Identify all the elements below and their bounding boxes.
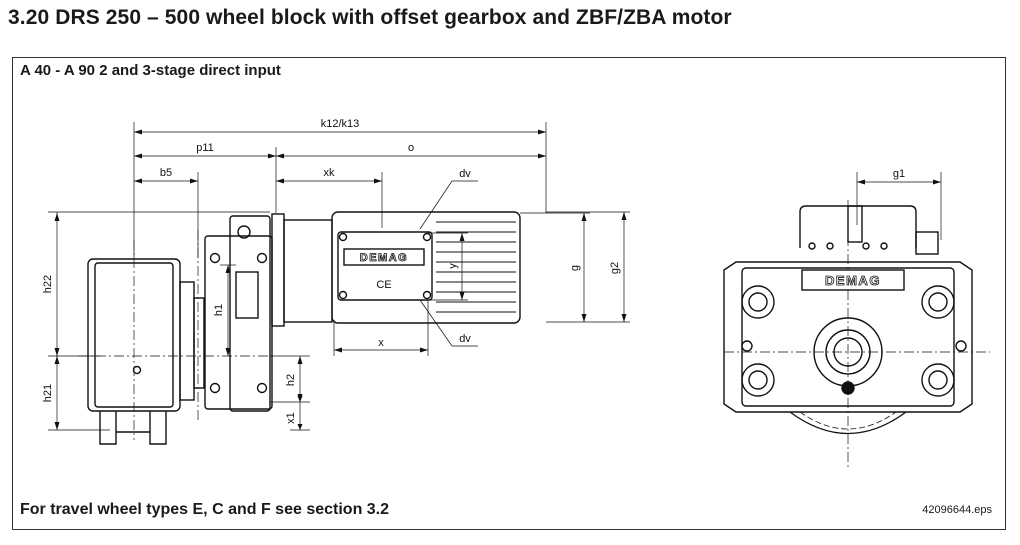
dim-dv-top: dv bbox=[459, 168, 471, 180]
footnote: For travel wheel types E, C and F see se… bbox=[20, 501, 390, 518]
drawing-frame bbox=[12, 57, 1006, 530]
dim-g1: g1 bbox=[893, 168, 905, 180]
dim-g2: g2 bbox=[609, 262, 621, 274]
dim-x: x bbox=[378, 337, 384, 349]
dim-k12-k13: k12/k13 bbox=[321, 118, 360, 130]
page-title: 3.20 DRS 250 – 500 wheel block with offs… bbox=[8, 6, 732, 29]
dim-o: o bbox=[408, 142, 414, 154]
brand-label-end: DEMAG bbox=[825, 273, 881, 288]
dim-y: y bbox=[447, 263, 459, 269]
dim-g: g bbox=[569, 265, 581, 271]
center-lines bbox=[78, 200, 990, 470]
end-view-motor-block bbox=[723, 205, 973, 435]
dim-dv-bottom: dv bbox=[459, 333, 471, 345]
ce-mark: CE bbox=[376, 279, 391, 291]
dimension-g1 bbox=[856, 172, 942, 240]
dim-b5: b5 bbox=[160, 167, 172, 179]
dim-x1: x1 bbox=[285, 412, 297, 424]
side-view-motor bbox=[331, 211, 521, 324]
dim-h1: h1 bbox=[213, 304, 225, 316]
dim-h22: h22 bbox=[42, 275, 54, 293]
dim-h21: h21 bbox=[42, 384, 54, 402]
dim-h2: h2 bbox=[285, 374, 297, 386]
dimension-lines-left bbox=[48, 211, 310, 431]
dim-p11: p11 bbox=[196, 142, 214, 154]
dimension-lines-top bbox=[133, 122, 630, 356]
drawing-subtitle: A 40 - A 90 2 and 3-stage direct input bbox=[20, 62, 281, 79]
arrowheads bbox=[54, 129, 941, 430]
dim-xk: xk bbox=[324, 167, 336, 179]
brand-label-side: DEMAG bbox=[360, 252, 408, 264]
side-view-wheel-block bbox=[87, 258, 205, 445]
file-reference: 42096644.eps bbox=[922, 504, 992, 516]
